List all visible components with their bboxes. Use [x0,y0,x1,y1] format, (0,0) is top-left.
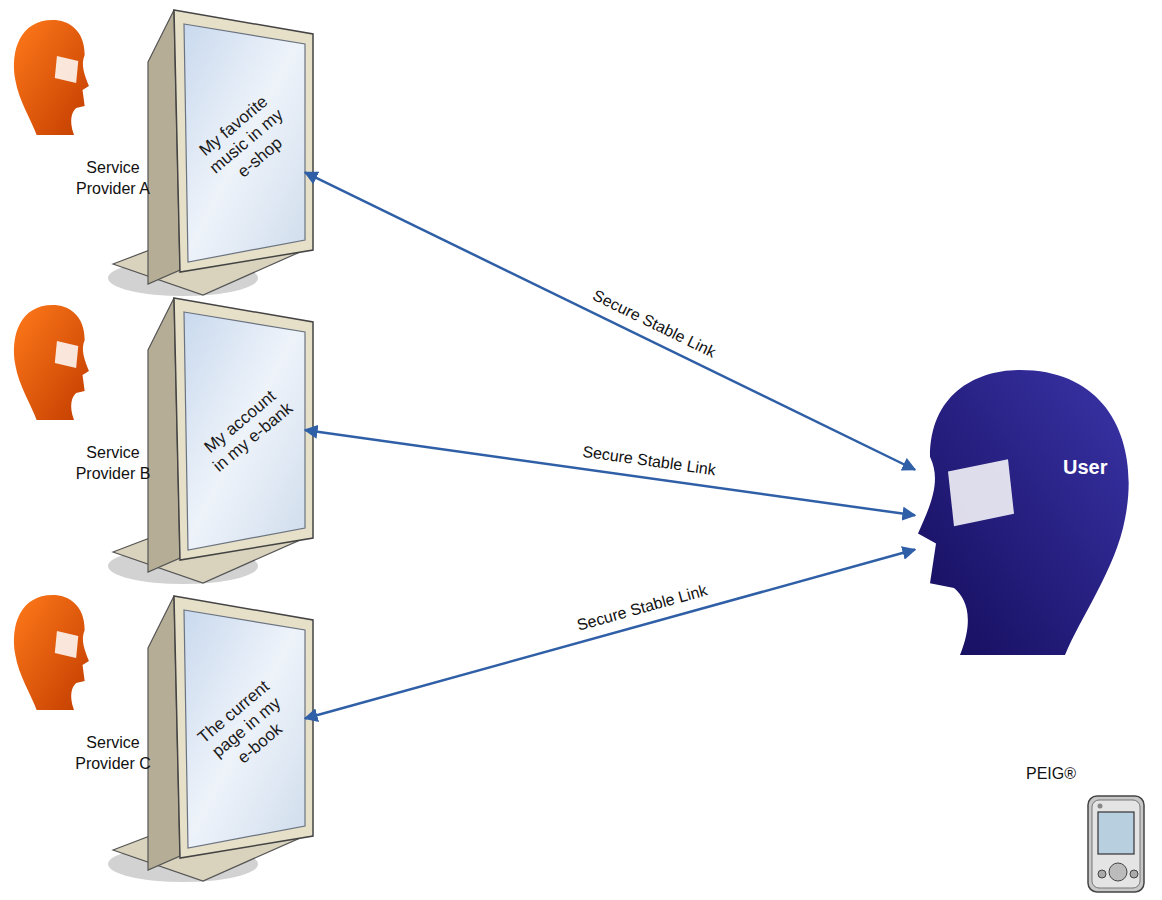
service-provider: Service Provider A [10,20,160,220]
head-icon [10,20,90,135]
link-label: Secure Stable Link [590,286,719,361]
head-icon [915,370,1140,655]
secure-link-arrow [305,430,915,515]
service-provider: Service Provider C [10,595,160,795]
link-label: Secure Stable Link [575,581,709,634]
screen-text: My account in my e-bank [196,383,297,477]
monitor-screen: My favorite music in my e-shop [188,47,305,237]
secure-link-arrow [305,550,915,719]
service-provider: Service Provider B [10,305,160,505]
monitor-screen: The current page in my e-book [188,633,305,823]
peig-device: PEIG® [1020,760,1155,896]
head-icon [10,595,90,710]
provider-label: Service Provider C [72,733,154,775]
user-figure: User [915,370,1140,655]
screen-text: The current page in my e-book [189,673,303,783]
monitor-screen: My account in my e-bank [188,335,305,525]
user-label: User [1063,454,1107,480]
device-label: PEIG® [1026,764,1076,785]
provider-label: Service Provider B [72,443,154,485]
link-label: Secure Stable Link [581,443,717,479]
screen-text: My favorite music in my e-shop [189,87,303,197]
provider-label: Service Provider A [72,158,154,200]
head-icon [10,305,90,420]
secure-link-arrow [305,172,915,469]
